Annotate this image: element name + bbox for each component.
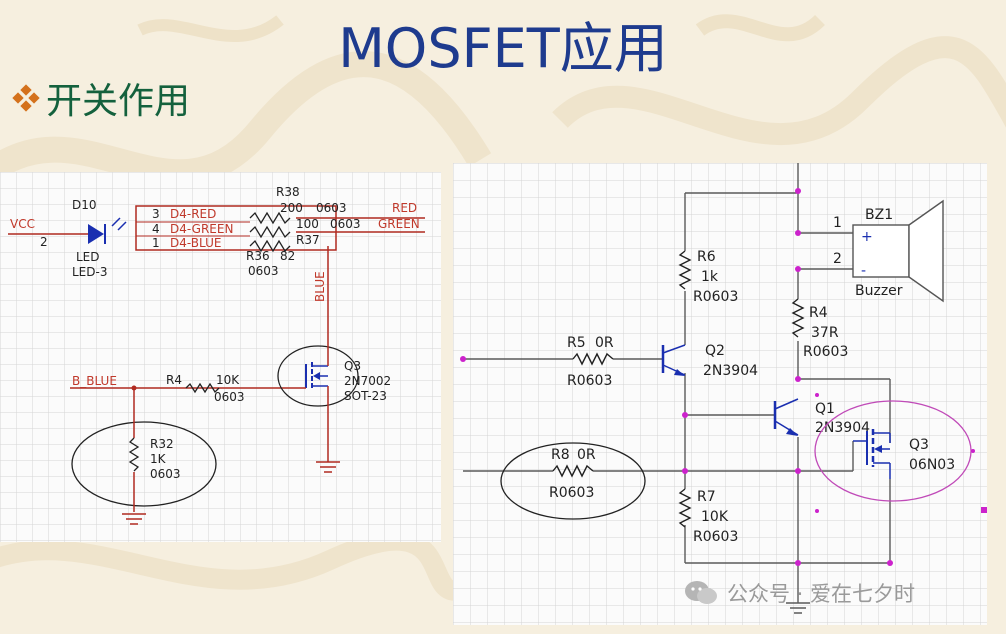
r32-label: R32 bbox=[150, 437, 174, 451]
slide-title: MOSFET应用 bbox=[338, 17, 668, 80]
resistor-r38 bbox=[249, 211, 291, 225]
transistor-q1-symbol bbox=[773, 398, 799, 436]
bz-pin-1: 1 bbox=[833, 215, 842, 231]
resistor-r6 bbox=[678, 250, 692, 290]
ground-icon bbox=[316, 461, 340, 473]
net-d4-blue: D4-BLUE bbox=[170, 236, 221, 250]
r36-value: 82 bbox=[280, 249, 295, 263]
q3-label: Q3 bbox=[909, 437, 929, 453]
bz1-label: BZ1 bbox=[865, 207, 893, 223]
resistor-r8 bbox=[552, 464, 594, 478]
r37-label: R37 bbox=[296, 233, 320, 247]
q1-part: 2N3904 bbox=[815, 420, 870, 436]
ground-icon bbox=[786, 602, 810, 614]
ground-icon bbox=[122, 513, 146, 525]
bz-minus: - bbox=[861, 263, 866, 279]
transistor-q2-symbol bbox=[661, 344, 686, 376]
buzzer-label: Buzzer bbox=[855, 283, 903, 299]
pin-1-label: 1 bbox=[152, 236, 160, 250]
q3-highlight-circle bbox=[277, 345, 359, 407]
r8-label: R8 bbox=[551, 447, 570, 463]
r6-label: R6 bbox=[697, 249, 716, 265]
r8-highlight-circle bbox=[500, 442, 646, 520]
led-symbol bbox=[88, 217, 127, 244]
r36-package: 0603 bbox=[248, 264, 279, 278]
pin-3-label: 3 bbox=[152, 207, 160, 221]
q2-label: Q2 bbox=[705, 343, 725, 359]
q1-label: Q1 bbox=[815, 401, 835, 417]
r32-value: 1K bbox=[150, 452, 167, 466]
red-net-label: RED bbox=[392, 201, 417, 215]
r7-value: 10K bbox=[701, 509, 729, 525]
resistor-r5 bbox=[572, 352, 614, 366]
r38-value: 200 bbox=[280, 201, 303, 215]
mosfet-q3-symbol bbox=[853, 429, 891, 479]
b-blue-label: B_BLUE bbox=[72, 374, 117, 388]
subtitle-row: 开关作用 bbox=[12, 76, 190, 122]
q3-part: 2N7002 bbox=[344, 374, 391, 388]
r6-value: 1k bbox=[701, 269, 719, 285]
resistor-r-green bbox=[249, 225, 291, 239]
r5-value: 0R bbox=[595, 335, 614, 351]
resistor-r32 bbox=[128, 437, 140, 472]
watermark: 公众号 · 爱在七夕时 bbox=[683, 578, 915, 608]
r8-package: R0603 bbox=[549, 485, 594, 501]
r5-label: R5 bbox=[567, 335, 586, 351]
diamond-bullet-icon bbox=[12, 84, 40, 112]
led-label: LED bbox=[76, 250, 100, 264]
r4-value: 10K bbox=[216, 373, 240, 387]
r4-label: R4 bbox=[166, 373, 182, 387]
vcc-label: VCC bbox=[10, 217, 35, 231]
r4-package: 0603 bbox=[214, 390, 245, 404]
wechat-icon bbox=[685, 581, 717, 604]
r-green-package: 0603 bbox=[330, 217, 361, 231]
resistor-r4 bbox=[791, 298, 805, 338]
resistor-r7 bbox=[678, 488, 692, 528]
q3-label: Q3 bbox=[344, 359, 361, 373]
r32-highlight-circle bbox=[71, 421, 217, 507]
net-d4-red: D4-RED bbox=[170, 207, 216, 221]
subtitle: 开关作用 bbox=[46, 81, 191, 122]
r4-label: R4 bbox=[809, 305, 828, 321]
right-schematic-panel: R6 1k R0603 R5 0R R0603 Q2 2N3904 R8 0R … bbox=[453, 163, 987, 625]
net-d4-green: D4-GREEN bbox=[170, 222, 233, 236]
blue-net-label: BLUE bbox=[313, 271, 327, 302]
pin-2-label: 2 bbox=[40, 235, 48, 249]
bz-plus: + bbox=[861, 229, 873, 245]
r-green-value: 100 bbox=[296, 217, 319, 231]
mosfet-q3-symbol bbox=[290, 332, 329, 462]
buzzer-icon bbox=[852, 199, 944, 303]
right-schematic: R6 1k R0603 R5 0R R0603 Q2 2N3904 R8 0R … bbox=[453, 163, 987, 625]
r38-label: R38 bbox=[276, 185, 300, 199]
green-net-label: GREEN bbox=[378, 217, 420, 231]
r38-package: 0603 bbox=[316, 201, 347, 215]
bz-pin-2: 2 bbox=[833, 251, 842, 267]
d10-label: D10 bbox=[72, 198, 97, 212]
r6-package: R0603 bbox=[693, 289, 738, 305]
pin-4-label: 4 bbox=[152, 222, 160, 236]
q3-part: 06N03 bbox=[909, 457, 955, 473]
r7-label: R7 bbox=[697, 489, 716, 505]
r4-value: 37R bbox=[811, 325, 839, 341]
resistor-r4 bbox=[185, 382, 220, 394]
watermark-text: 公众号 · 爱在七夕时 bbox=[727, 582, 916, 606]
r4-package: R0603 bbox=[803, 344, 848, 360]
r7-package: R0603 bbox=[693, 529, 738, 545]
resistor-r37 bbox=[249, 239, 291, 253]
junction-dots bbox=[460, 188, 987, 566]
q3-package: SOT-23 bbox=[344, 389, 387, 403]
r8-value: 0R bbox=[577, 447, 596, 463]
left-schematic-panel: VCC 2 D10 LED LED-3 3 4 1 D4-RED D4-GREE… bbox=[0, 172, 441, 542]
q2-part: 2N3904 bbox=[703, 363, 758, 379]
r32-package: 0603 bbox=[150, 467, 181, 481]
r36-label: R36 bbox=[246, 249, 270, 263]
r5-package: R0603 bbox=[567, 373, 612, 389]
led3-label: LED-3 bbox=[72, 265, 107, 279]
left-schematic: VCC 2 D10 LED LED-3 3 4 1 D4-RED D4-GREE… bbox=[0, 172, 441, 542]
